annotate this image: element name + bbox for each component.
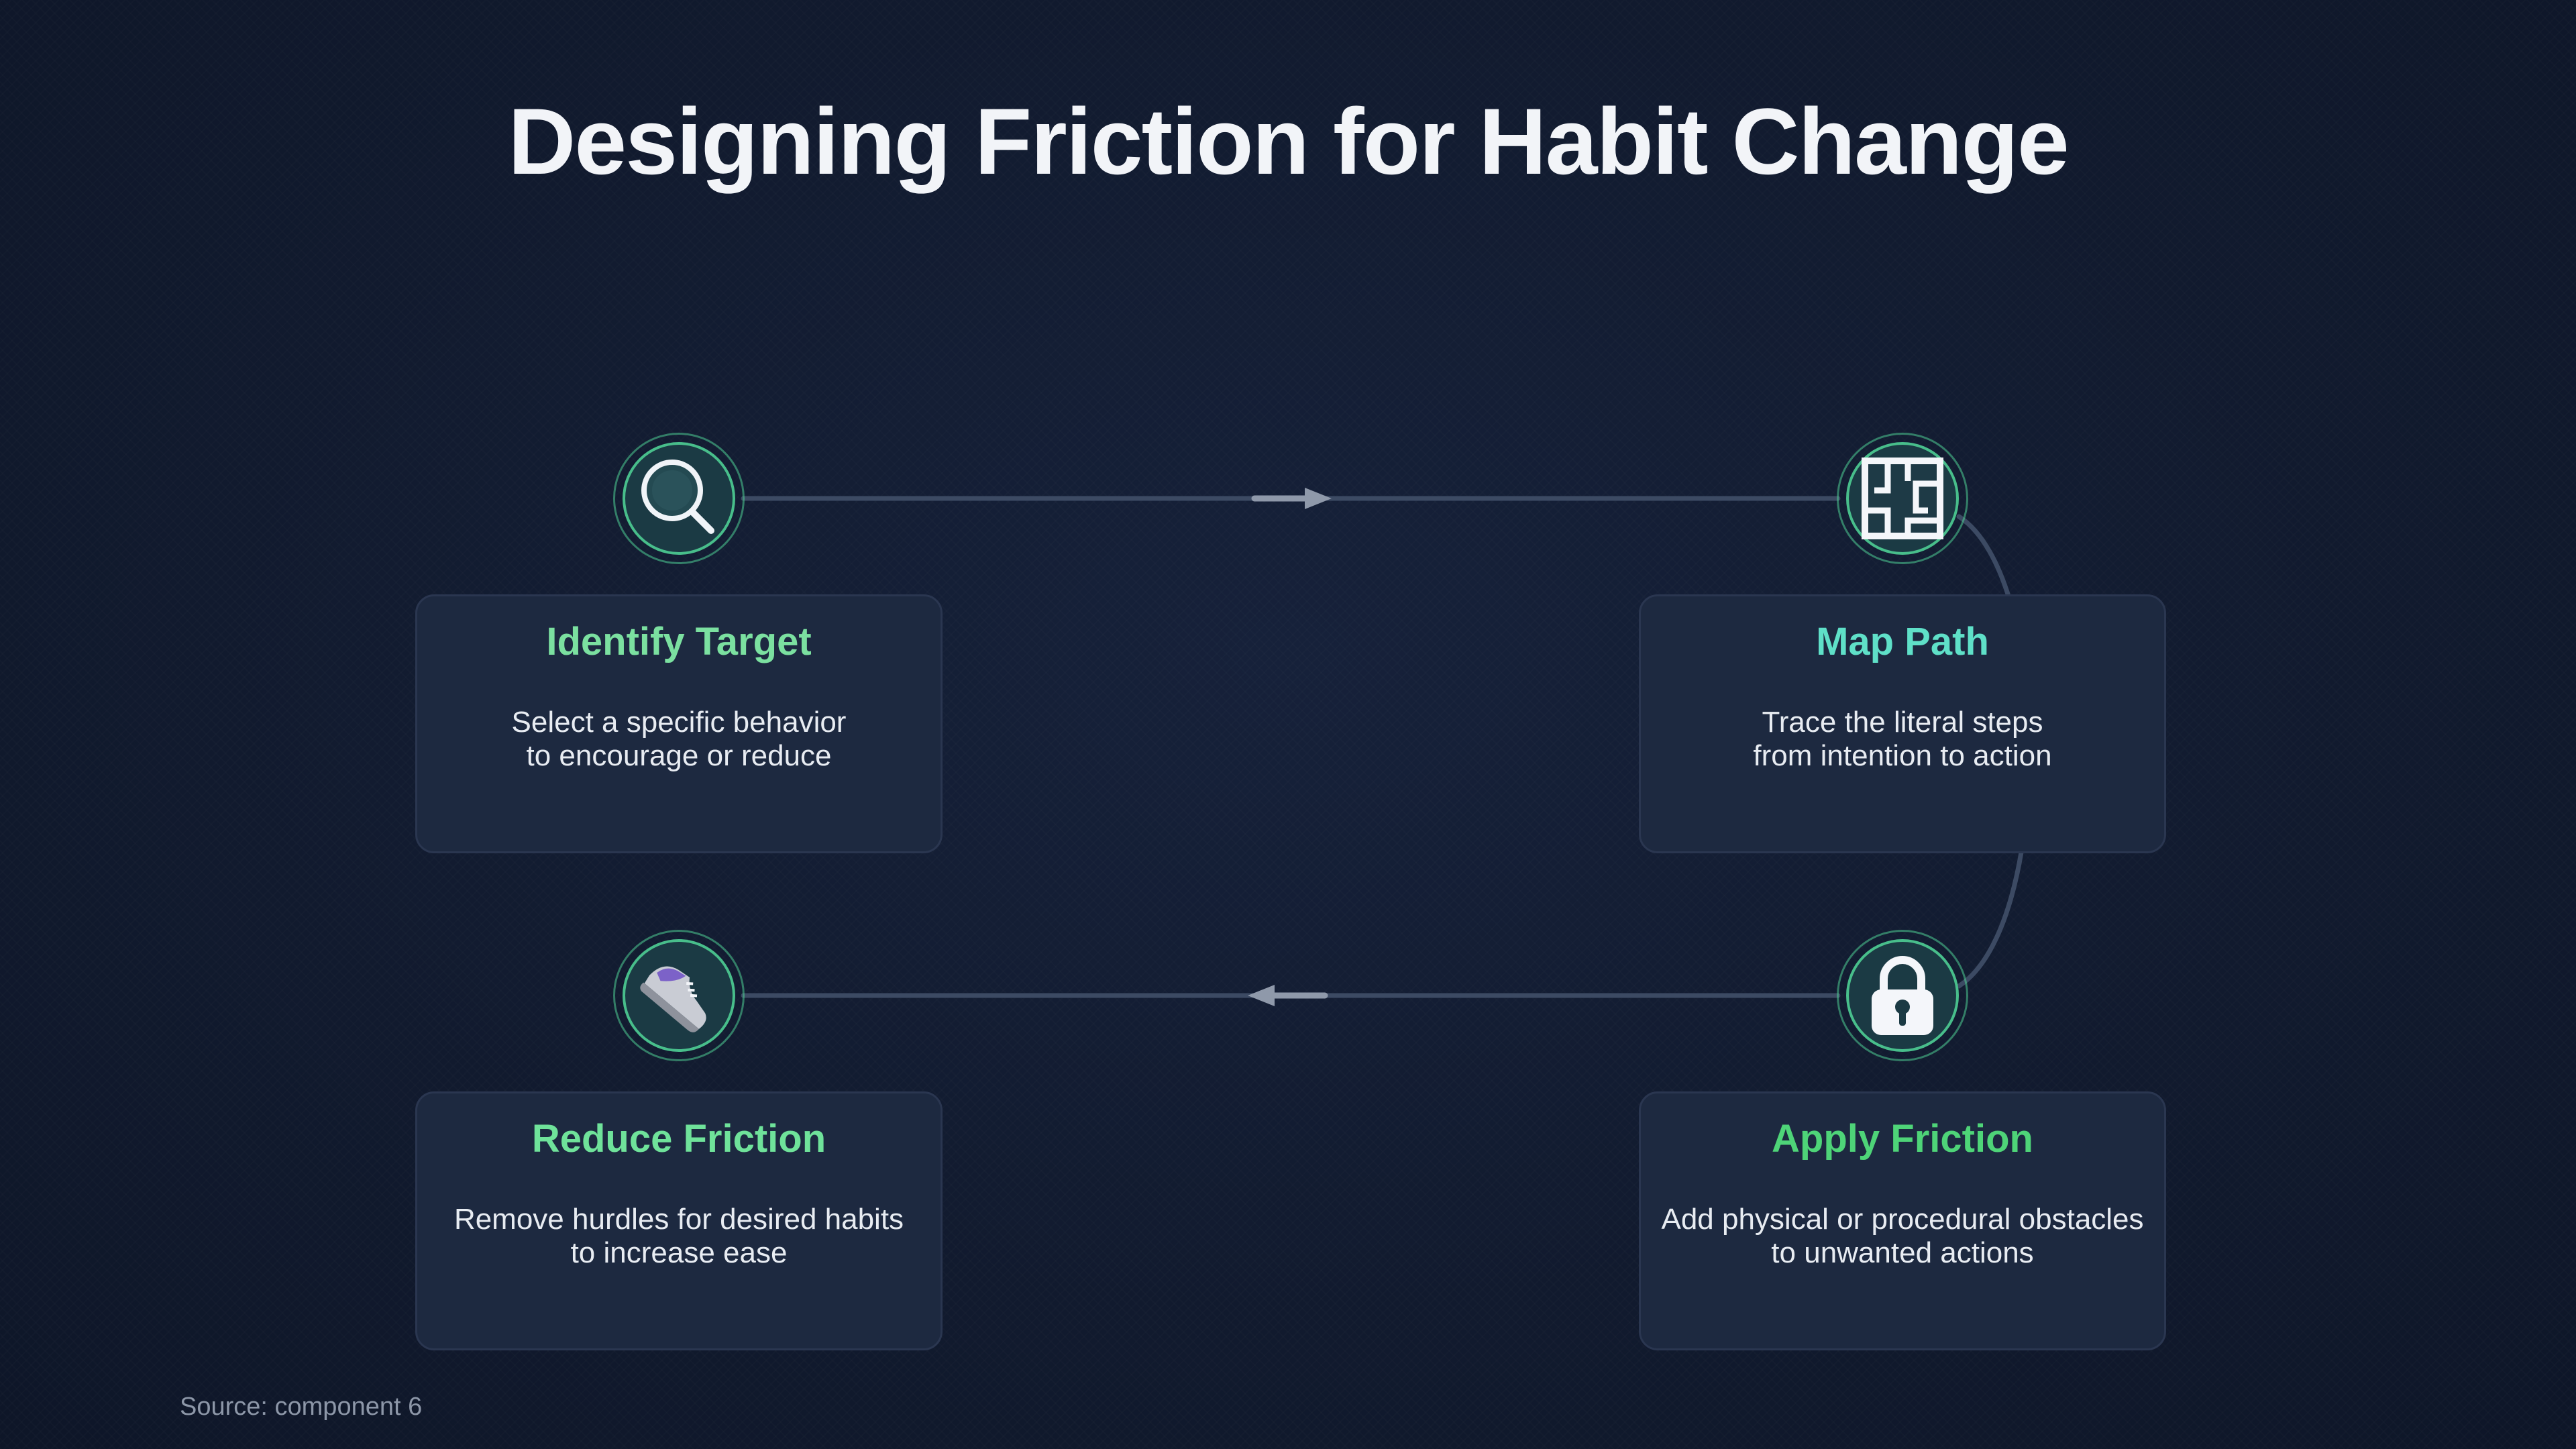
card-title: Map Path xyxy=(1816,620,1989,663)
step-node-apply xyxy=(1837,930,1968,1061)
card-description: Add physical or procedural obstacles to … xyxy=(1661,1203,2144,1269)
card-description: Remove hurdles for desired habits to inc… xyxy=(453,1203,904,1269)
card-title: Reduce Friction xyxy=(531,1117,826,1161)
padlock-icon xyxy=(1872,956,1933,1035)
sneaker-icon xyxy=(640,966,706,1032)
magnifier-icon xyxy=(641,460,714,534)
card-identify-target: Identify Target Select a specific behavi… xyxy=(415,594,943,853)
step-node-reduce xyxy=(613,930,745,1061)
card-description: Select a specific behavior to encourage … xyxy=(511,706,847,772)
source-note: Source: component 6 xyxy=(180,1393,423,1421)
card-description: Trace the literal steps from intention t… xyxy=(1753,706,2052,772)
card-title: Apply Friction xyxy=(1772,1117,2033,1161)
arrow-left-icon xyxy=(1248,985,1328,1006)
step-node-map xyxy=(1837,433,1968,564)
floor-plan-icon xyxy=(1862,458,1943,539)
card-apply-friction: Apply Friction Add physical or procedura… xyxy=(1639,1091,2166,1350)
card-map-path: Map Path Trace the literal steps from in… xyxy=(1639,594,2166,853)
card-title: Identify Target xyxy=(546,620,812,663)
step-node-identify xyxy=(613,433,745,564)
arrow-right-icon xyxy=(1251,488,1332,509)
page-title: Designing Friction for Habit Change xyxy=(508,89,2070,194)
card-reduce-friction: Reduce Friction Remove hurdles for desir… xyxy=(415,1091,943,1350)
